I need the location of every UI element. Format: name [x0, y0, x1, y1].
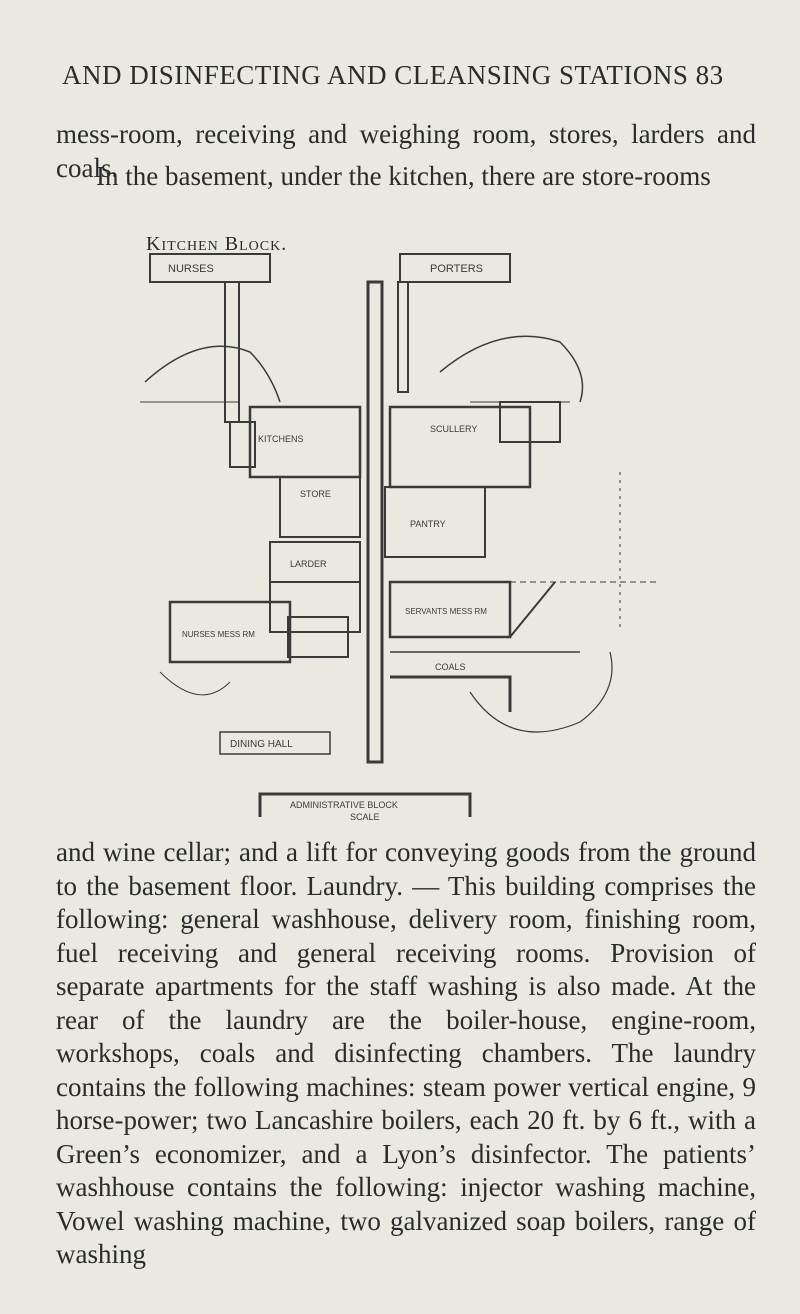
label-store: STORE	[300, 489, 331, 499]
label-scale: SCALE	[350, 812, 380, 822]
label-nurses: NURSES	[168, 263, 214, 275]
label-scullery: SCULLERY	[430, 424, 477, 434]
label-pantry: PANTRY	[410, 519, 446, 529]
figure-caption: Kitchen Block.	[146, 233, 288, 255]
lower-text: and wine cellar; and a lift for conveyin…	[56, 837, 756, 1269]
label-kitchens: KITCHENS	[258, 434, 304, 444]
label-servants-mess: SERVANTS MESS RM	[405, 607, 487, 616]
label-coals: COALS	[435, 662, 466, 672]
label-larder: LARDER	[290, 559, 327, 569]
paragraph-2: In the basement, under the kitchen, ther…	[96, 161, 711, 191]
running-header: AND DISINFECTING AND CLEANSING STATIONS …	[62, 60, 724, 90]
label-dining-hall: DINING HALL	[230, 739, 293, 750]
label-porters: PORTERS	[430, 263, 483, 275]
paragraph-1: mess-room, receiving and weighing room, …	[56, 119, 756, 183]
label-nurses-mess: NURSES MESS RM	[182, 630, 255, 639]
kitchen-block-plan: NURSES PORTERS KITCHENS SCULLERY STORE P…	[140, 253, 660, 822]
label-admin-block: ADMINISTRATIVE BLOCK	[290, 800, 398, 810]
